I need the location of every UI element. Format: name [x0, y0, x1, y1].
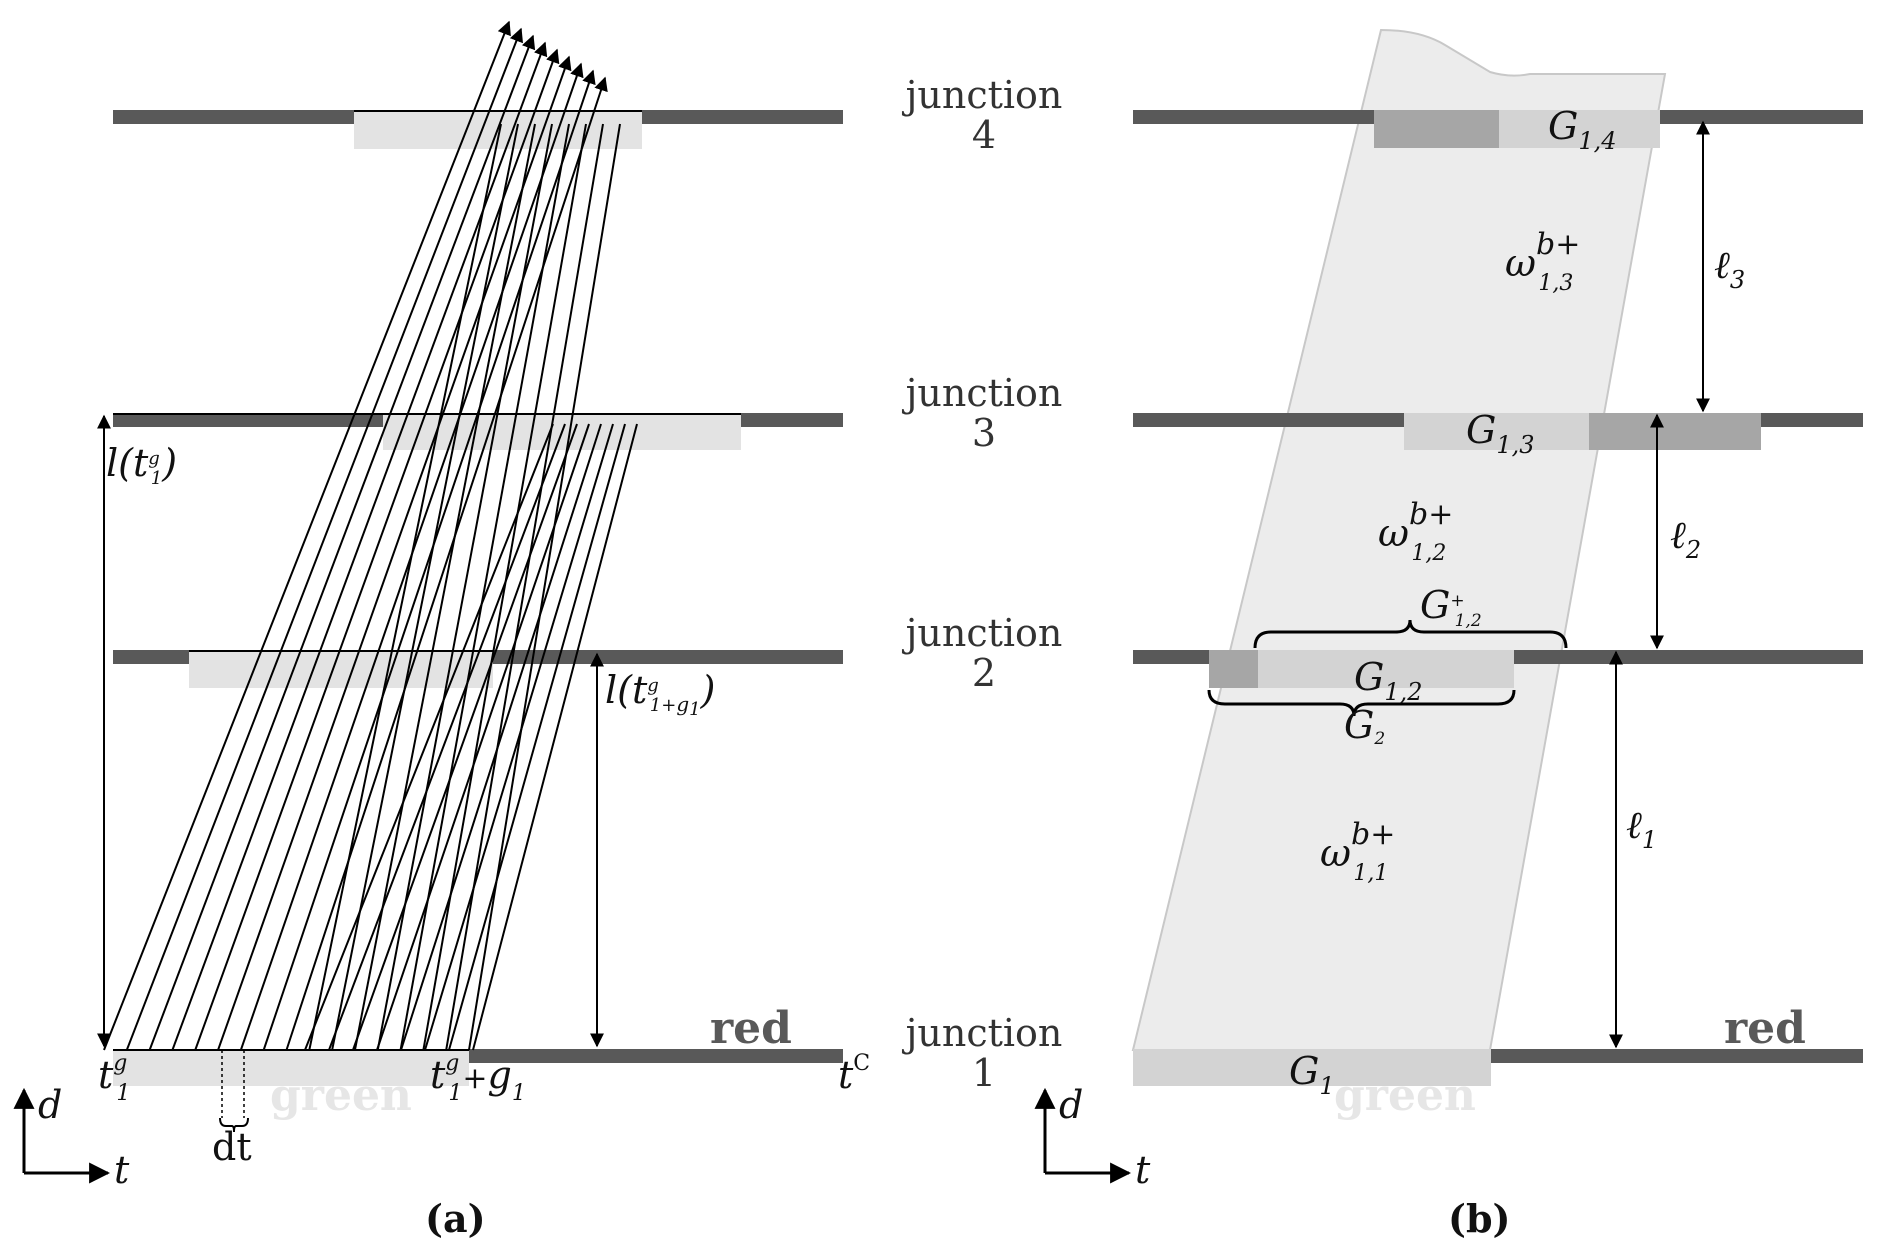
dark-block-b-j3 — [1589, 413, 1761, 450]
dark-block-b-j2 — [1209, 650, 1258, 688]
green-bar-a-j2 — [189, 650, 493, 688]
red-label-a: red — [710, 1003, 792, 1054]
panel-b: G1,4 G1,3 G1,2 G+1,2 G2 G1 ωb+1,3 ωb+1,2… — [1034, 28, 1863, 1241]
ell1-label: ℓ1 — [1626, 803, 1657, 854]
trajectory-line — [285, 76, 608, 1051]
trajectory-line — [376, 423, 590, 1051]
junction-labels: junction 4 junction 3 junction 2 junctio… — [902, 73, 1063, 1095]
trajectory-line — [217, 55, 572, 1051]
omega-12-label: ωb+1,2 — [1378, 497, 1453, 566]
caption-b: (b) — [1448, 1196, 1511, 1241]
trajectory-line — [262, 69, 596, 1051]
trajectory-line — [448, 423, 626, 1051]
ell2-label: ℓ2 — [1670, 513, 1701, 564]
junction-2-number: 2 — [972, 651, 996, 695]
trajectory-line — [352, 423, 578, 1051]
omega-13-label: ωb+1,3 — [1505, 227, 1580, 296]
trajectory-line — [376, 123, 553, 1051]
dt-brace — [219, 1117, 249, 1133]
axis-d-a: d — [38, 1083, 62, 1127]
axis-d-b: d — [1059, 1083, 1083, 1127]
G2-brace — [1207, 689, 1516, 717]
junction-2-word: junction — [902, 611, 1063, 655]
green-label-a: green — [270, 1070, 412, 1121]
ell3-label: ℓ3 — [1714, 243, 1745, 294]
caption-a: (a) — [425, 1196, 486, 1241]
trajectory-line — [424, 423, 614, 1051]
G12-label: G1,2 — [1354, 655, 1423, 706]
trajectory-line — [103, 20, 511, 1051]
trajectory-line — [308, 123, 502, 1051]
G13-label: G1,3 — [1466, 408, 1535, 459]
red-label-b: red — [1724, 1003, 1806, 1054]
omega-11-label: ωb+1,1 — [1320, 817, 1395, 886]
G1-block — [1133, 1049, 1491, 1086]
trajectory-line — [171, 41, 548, 1051]
trajectory-line — [468, 123, 621, 1051]
junction-1-number: 1 — [972, 1051, 996, 1095]
G12-block — [1258, 650, 1514, 688]
G1-label: G1 — [1289, 1049, 1335, 1100]
t-cycle-label: tC — [838, 1051, 870, 1097]
trajectory-line — [331, 123, 519, 1051]
junction-4-word: junction — [902, 73, 1063, 117]
junction-3-word: junction — [902, 371, 1063, 415]
trajectory-line — [400, 423, 602, 1051]
trajectory-line — [125, 27, 523, 1051]
axis-t-a: t — [114, 1148, 130, 1192]
trajectory-line — [304, 423, 554, 1051]
green-bar-a-j1 — [113, 1049, 469, 1086]
trajectory-line — [328, 423, 566, 1051]
trajectory-line — [353, 123, 536, 1051]
G14-label: G1,4 — [1548, 104, 1617, 155]
trajectory-line — [148, 34, 536, 1051]
green-wave-band — [1131, 28, 1667, 1051]
G12plus-brace — [1253, 619, 1568, 649]
G12plus-label: G+1,2 — [1420, 583, 1482, 631]
trajectory-line — [472, 423, 638, 1051]
junction-1-word: junction — [902, 1011, 1063, 1055]
green-label-b: green — [1334, 1070, 1476, 1121]
G14-block — [1499, 110, 1660, 148]
vehicle-trajectories — [103, 20, 638, 1051]
junction-4-number: 4 — [972, 113, 996, 157]
G13-block — [1404, 413, 1589, 450]
dt-label: dt — [212, 1125, 252, 1169]
trajectory-line — [194, 48, 560, 1051]
dark-block-b-j4 — [1374, 110, 1499, 148]
G2-label: G2 — [1344, 703, 1385, 749]
axis-t-b: t — [1135, 1148, 1151, 1192]
junction-3-number: 3 — [972, 411, 996, 455]
